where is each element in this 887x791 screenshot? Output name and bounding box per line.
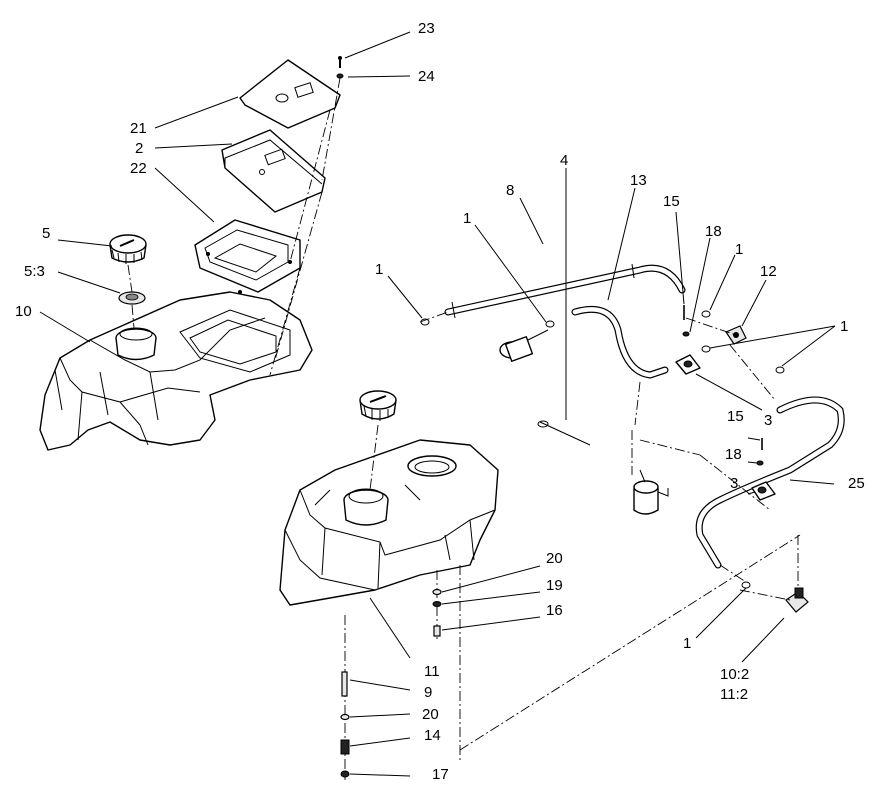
leader-lines	[39, 31, 836, 777]
callout-25: 25	[848, 475, 865, 492]
bolt-16	[433, 625, 441, 637]
callout-19: 19	[546, 577, 563, 594]
callout-17: 17	[432, 766, 449, 783]
washer-24	[336, 73, 344, 79]
callout-16: 16	[546, 602, 563, 619]
callout-22: 22	[130, 160, 147, 177]
valve-12	[725, 325, 747, 345]
callout-10-2: 10:2	[720, 666, 749, 683]
screw-23	[338, 56, 342, 68]
stud-9	[341, 671, 348, 697]
callout-2: 2	[135, 140, 143, 157]
fuel-filter	[499, 329, 549, 362]
nut-17	[340, 770, 350, 778]
fuel-line-25	[695, 396, 845, 569]
fuel-cap-5-left	[109, 234, 147, 264]
callout-1-c: 1	[375, 261, 383, 278]
fuel-pump	[631, 430, 701, 515]
callout-23: 23	[418, 20, 435, 37]
clamp-3-lower	[751, 481, 776, 501]
callout-1-b: 1	[735, 241, 743, 258]
left-assembly-alignment-lines	[127, 77, 341, 376]
right-alignment-lines	[634, 317, 791, 601]
fuel-cap-center	[359, 390, 397, 421]
callout-1-e: 1	[683, 635, 691, 652]
callout-10: 10	[15, 303, 32, 320]
fuel-line-8	[419, 263, 686, 323]
cap-gasket-5-3	[118, 291, 146, 305]
callout-labels: 23 24 21 2 22 5 5:3 10 4 8 13 15 1 18 1 …	[15, 20, 865, 783]
callout-9: 9	[424, 684, 432, 701]
callout-4: 4	[560, 152, 568, 169]
washer-20-upper	[432, 588, 442, 596]
left-fuel-tank	[39, 291, 313, 451]
tank-bracket	[194, 219, 301, 294]
callout-1-d: 1	[840, 318, 848, 335]
callout-3-lower: 3	[730, 475, 738, 492]
fuel-fitting-10-2	[785, 535, 809, 613]
callout-5-3: 5:3	[24, 263, 45, 280]
callout-18-lower: 18	[725, 446, 742, 463]
callout-18-upper: 18	[705, 223, 722, 240]
callout-24: 24	[418, 68, 435, 85]
callout-8: 8	[506, 182, 514, 199]
center-fuel-tank	[279, 439, 499, 606]
callout-5: 5	[42, 225, 50, 242]
callout-13: 13	[630, 172, 647, 189]
callout-20-lower: 20	[422, 706, 439, 723]
callout-12: 12	[760, 263, 777, 280]
cover-plate	[221, 129, 326, 213]
fuel-line-13	[571, 305, 669, 379]
tank-mount-hardware	[340, 534, 801, 780]
callout-1-a: 1	[463, 210, 471, 227]
callout-20-upper: 20	[546, 550, 563, 567]
callout-11-2: 11:2	[720, 686, 748, 703]
clamp-3-upper	[675, 354, 701, 375]
spacer-14	[340, 739, 350, 755]
callout-21: 21	[130, 120, 147, 137]
callout-15-upper: 15	[663, 193, 680, 210]
callout-11: 11	[424, 663, 440, 680]
decal-plate	[239, 59, 341, 129]
callout-15-lower: 15	[727, 408, 744, 425]
callout-3-upper: 3	[764, 412, 772, 429]
washers-18	[682, 331, 764, 466]
lockwasher-19	[432, 601, 442, 607]
washer-20-lower	[340, 713, 350, 721]
screws-15	[683, 305, 763, 450]
callout-14: 14	[424, 727, 441, 744]
tie-strap-4	[537, 420, 591, 446]
